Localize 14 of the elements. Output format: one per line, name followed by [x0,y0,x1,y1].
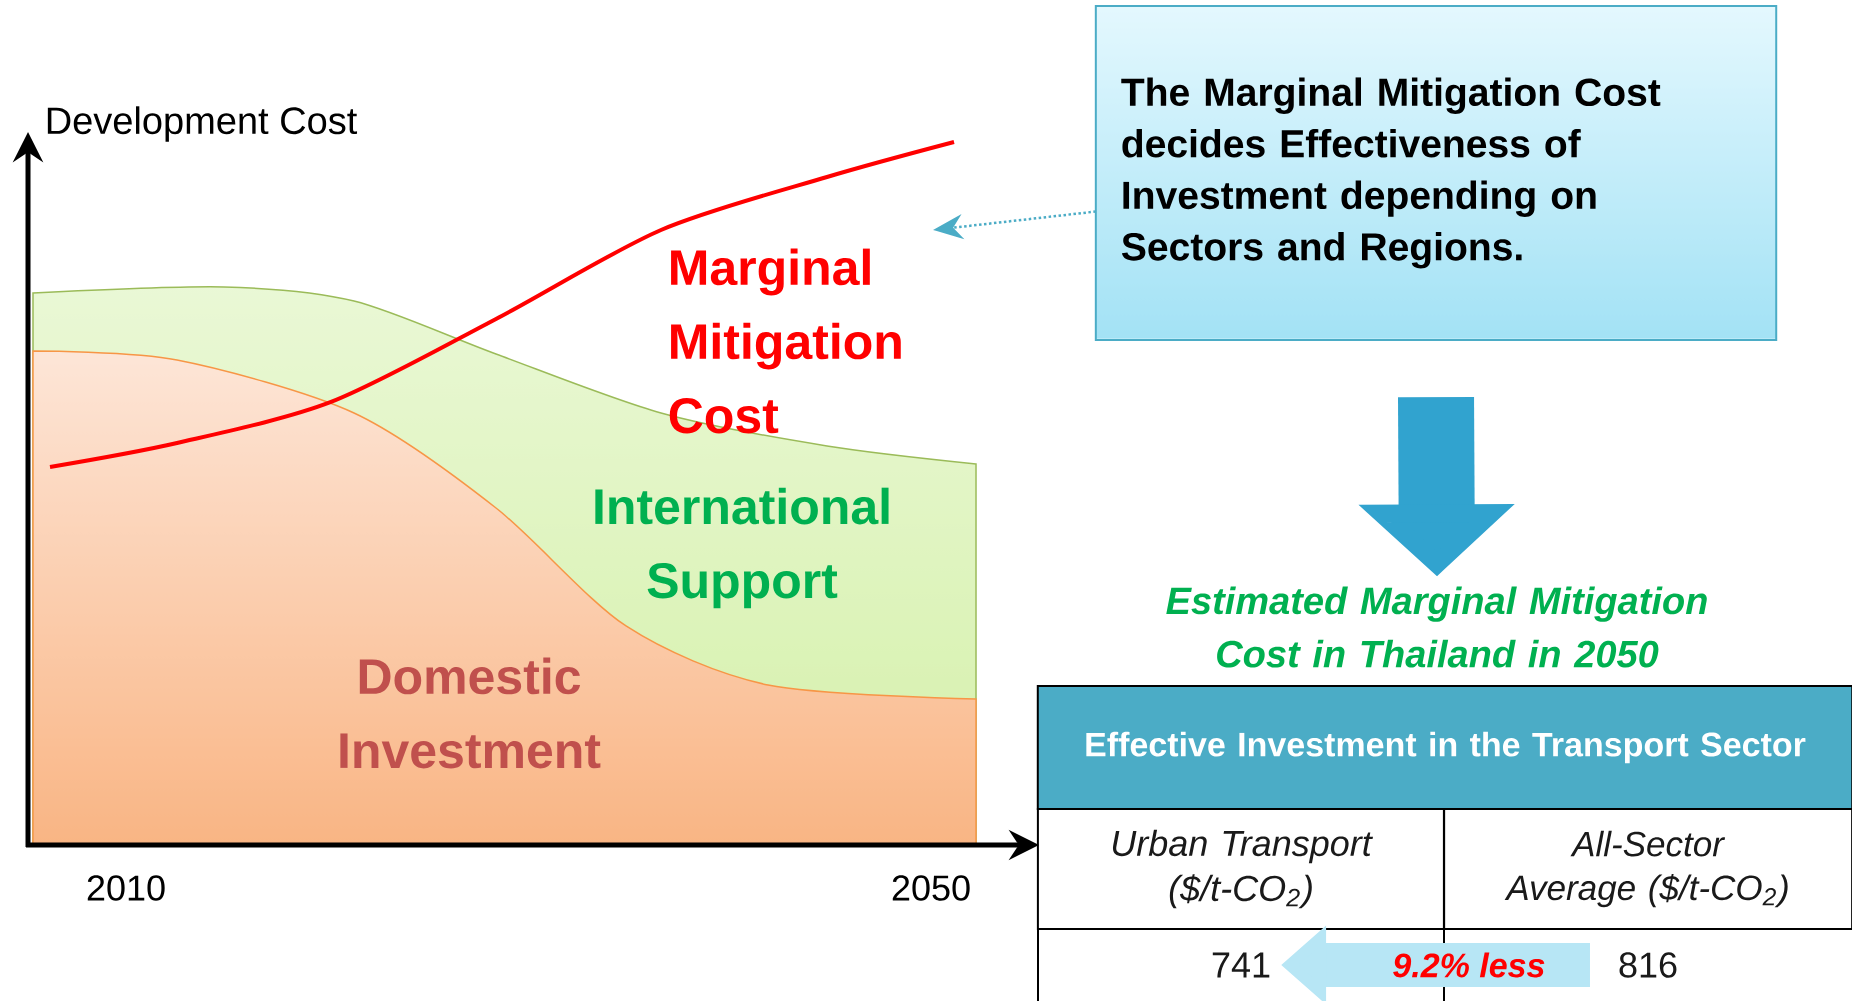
table-value: 816 [1619,952,1677,978]
axis-label: 2050 [892,875,970,901]
area-label: International Support [595,487,889,609]
curve-label: Marginal Mitigation Cost [669,248,901,434]
axis-label: Development Cost [47,106,358,142]
heading-text: Estimated Marginal Mitigation Cost in Thailand in 2050 [1166,586,1707,668]
table-cell: Urban Transport ($/t-CO$_{2}$) [1036,807,1446,931]
axis-label: 2010 [87,875,165,901]
table-value: 741 [1212,952,1270,978]
edge-label: 9.2% less [1391,951,1547,979]
area-label: Domestic Investment [340,657,601,769]
table-header-cell: Effective Investment in the Transport Sector [1036,684,1852,811]
callout-box: The Marginal Mitigation Cost decides Effectiveness of Investment depending on Sectors and Regions. [1094,4,1778,342]
table-cell: All-Sector Average ($/t-CO$_{2}$) [1442,807,1852,931]
